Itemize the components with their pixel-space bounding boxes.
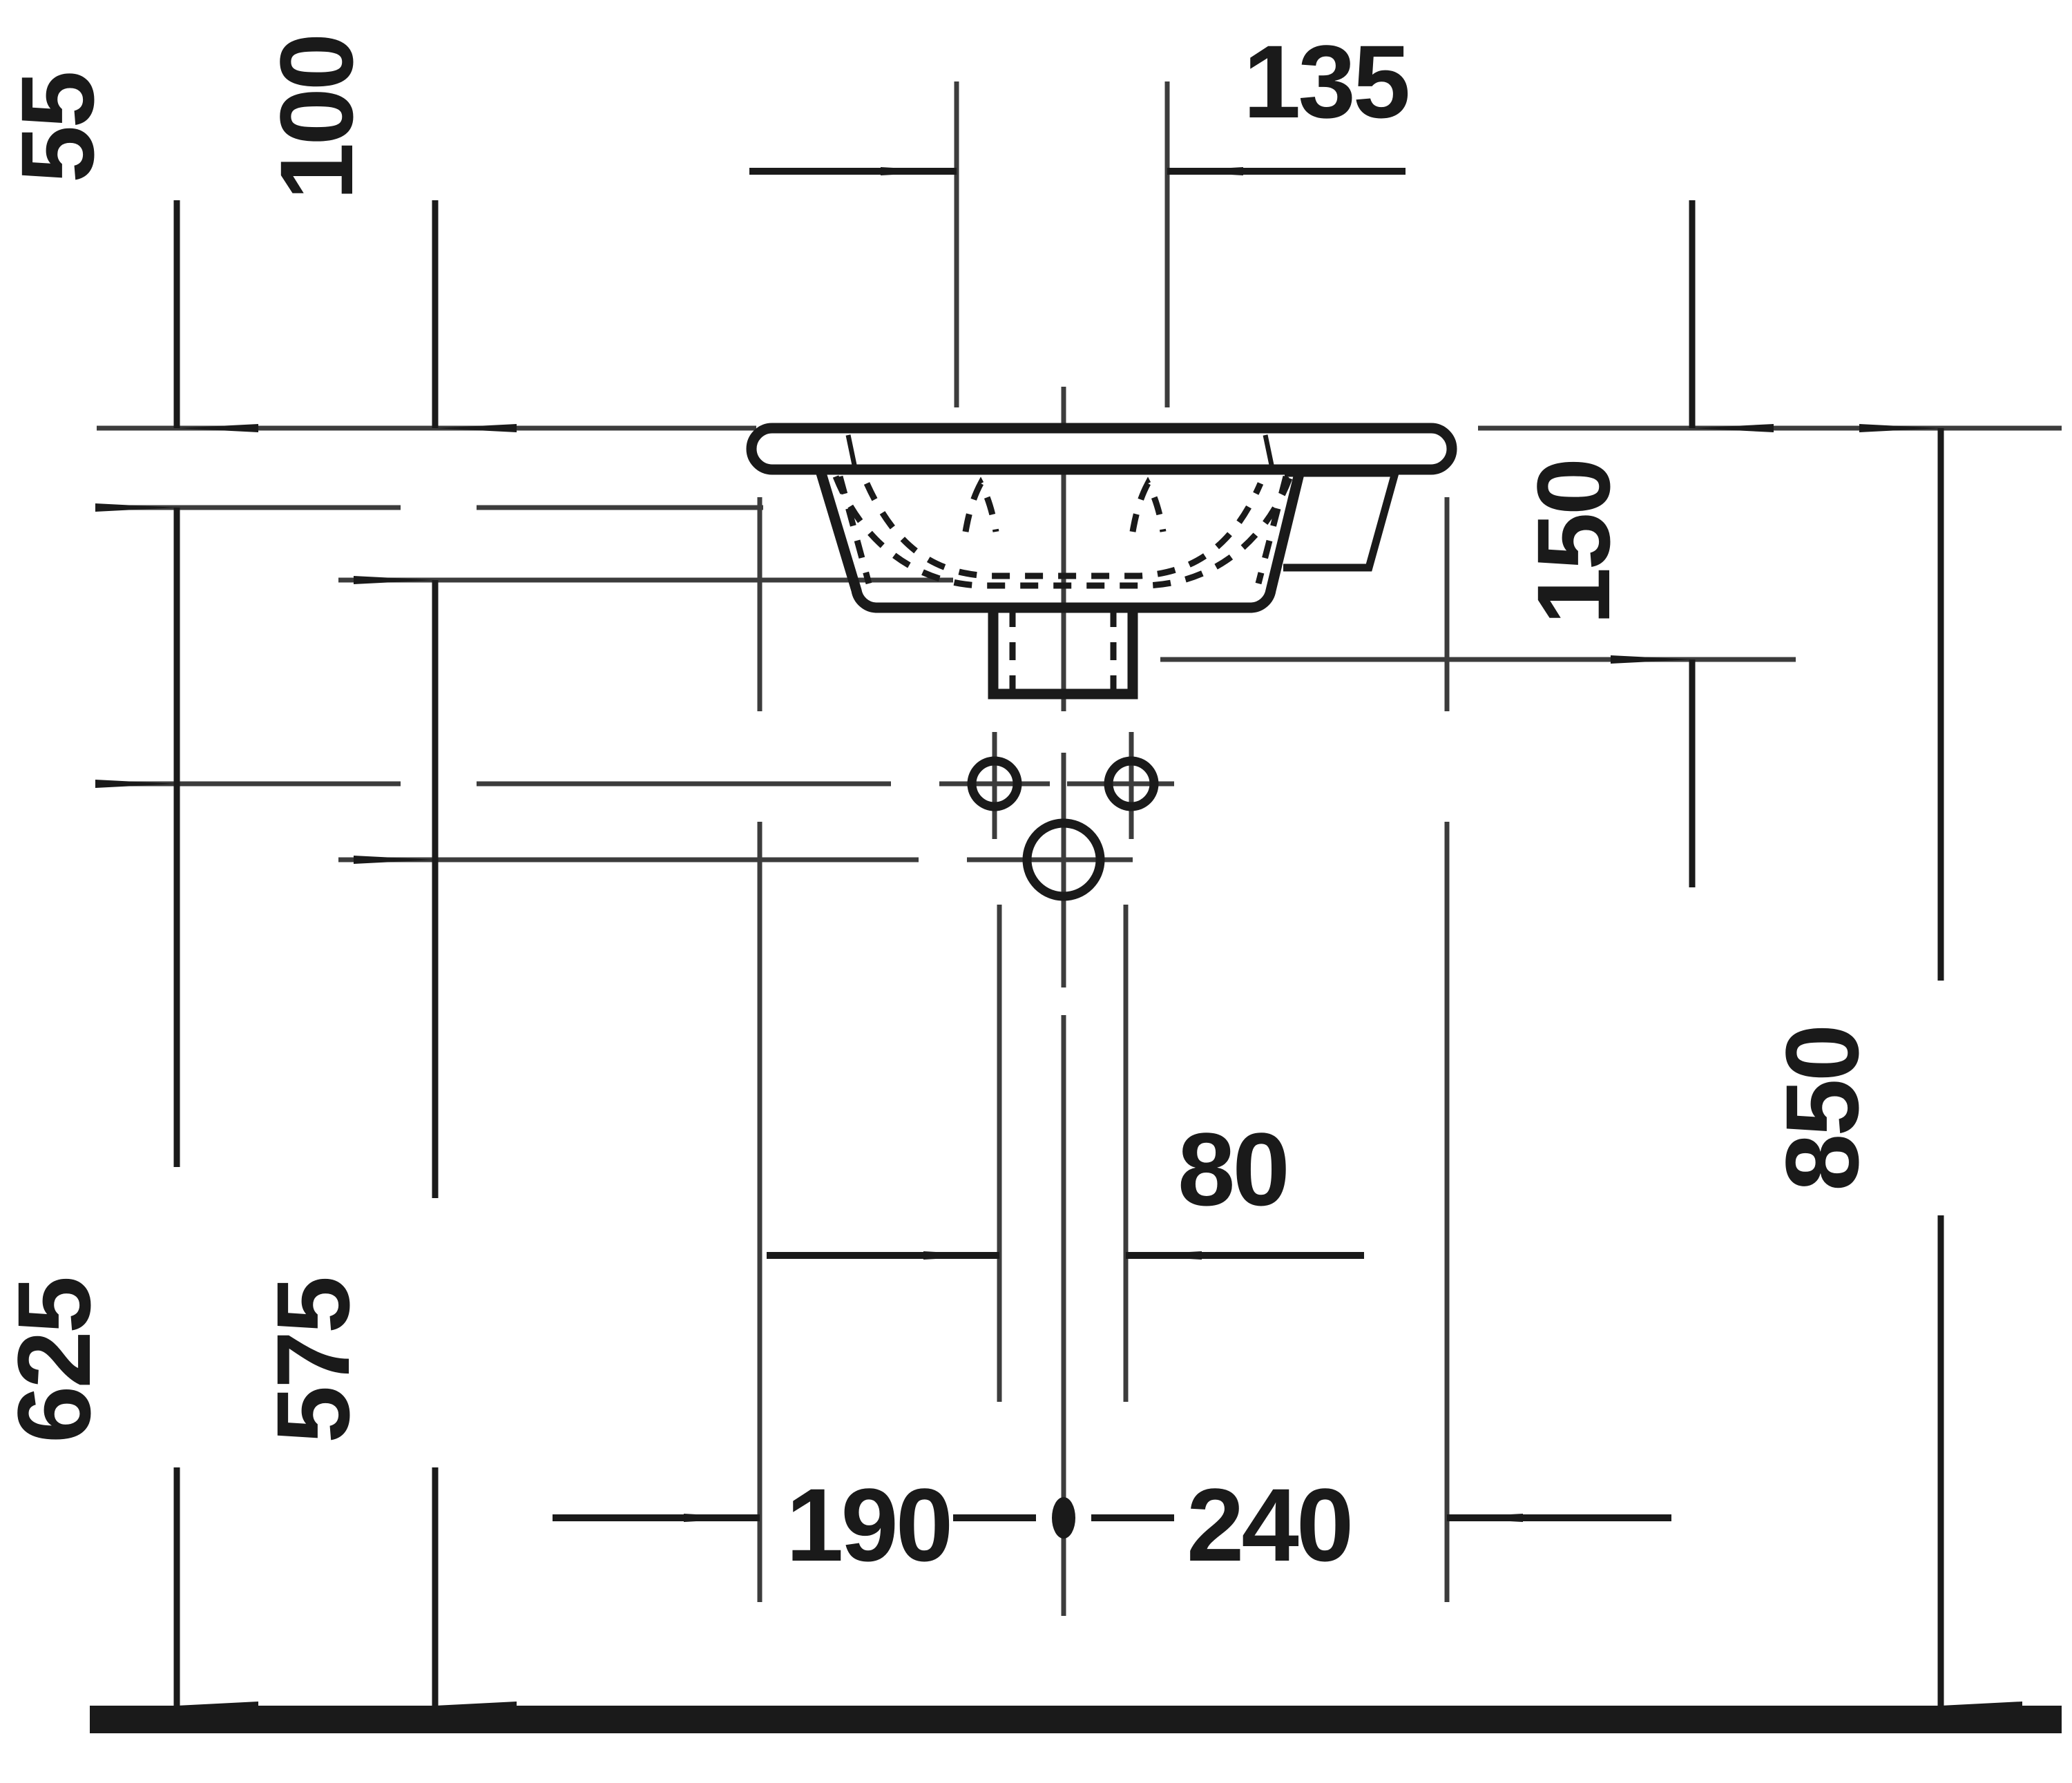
center-origin-dot [1052,1497,1075,1539]
dim-label-80: 80 [1178,1111,1287,1227]
dim-label-575: 575 [255,1278,371,1443]
dim-label-100: 100 [258,36,374,200]
dim-label-150: 150 [1515,461,1631,625]
tap-hole-left-icon [967,756,1022,811]
dimension-55: 55 [0,73,258,432]
basin-rim-slab [746,423,1457,475]
dim-label-240: 240 [1187,1467,1351,1583]
dimension-100: 100 [258,36,517,432]
floor-line [90,1706,2062,1733]
dimension-575: 575 [255,576,517,1710]
hidden-bowl-outer [863,482,1264,579]
dim-label-135: 135 [1243,23,1408,139]
dimension-135: 135 [749,23,1411,175]
basin-body [746,423,1457,700]
hole-group [967,756,1159,901]
overflow-ledge [1285,469,1401,572]
dimension-240: 240 [1091,1467,1671,1583]
dim-label-55: 55 [0,73,115,183]
dim-label-850: 850 [1764,1027,1880,1191]
rim-tick-left [845,434,858,469]
dimension-80: 80 [767,1111,1364,1260]
dimension-850: 850 [1764,424,2022,1710]
basin-bowl-outline [815,469,1305,613]
basin-hidden-profile [832,475,1294,692]
waste-outlet-icon [1022,818,1105,901]
vertical-extension-lines [757,81,1450,1616]
hidden-bowl-inner [832,475,1294,589]
hidden-peak-right [1129,476,1167,532]
rim-tick-right [1263,434,1275,469]
dimension-150: 150 [1515,200,1774,887]
dim-label-190: 190 [786,1467,950,1583]
dim-label-625: 625 [0,1278,112,1443]
dimension-625: 625 [0,503,258,1710]
basin-drain-stub [988,608,1138,700]
rim-ticks [845,434,1275,469]
tap-hole-right-icon [1104,756,1159,811]
hidden-peak-left [962,476,999,532]
dimension-190: 190 [553,1467,1036,1583]
